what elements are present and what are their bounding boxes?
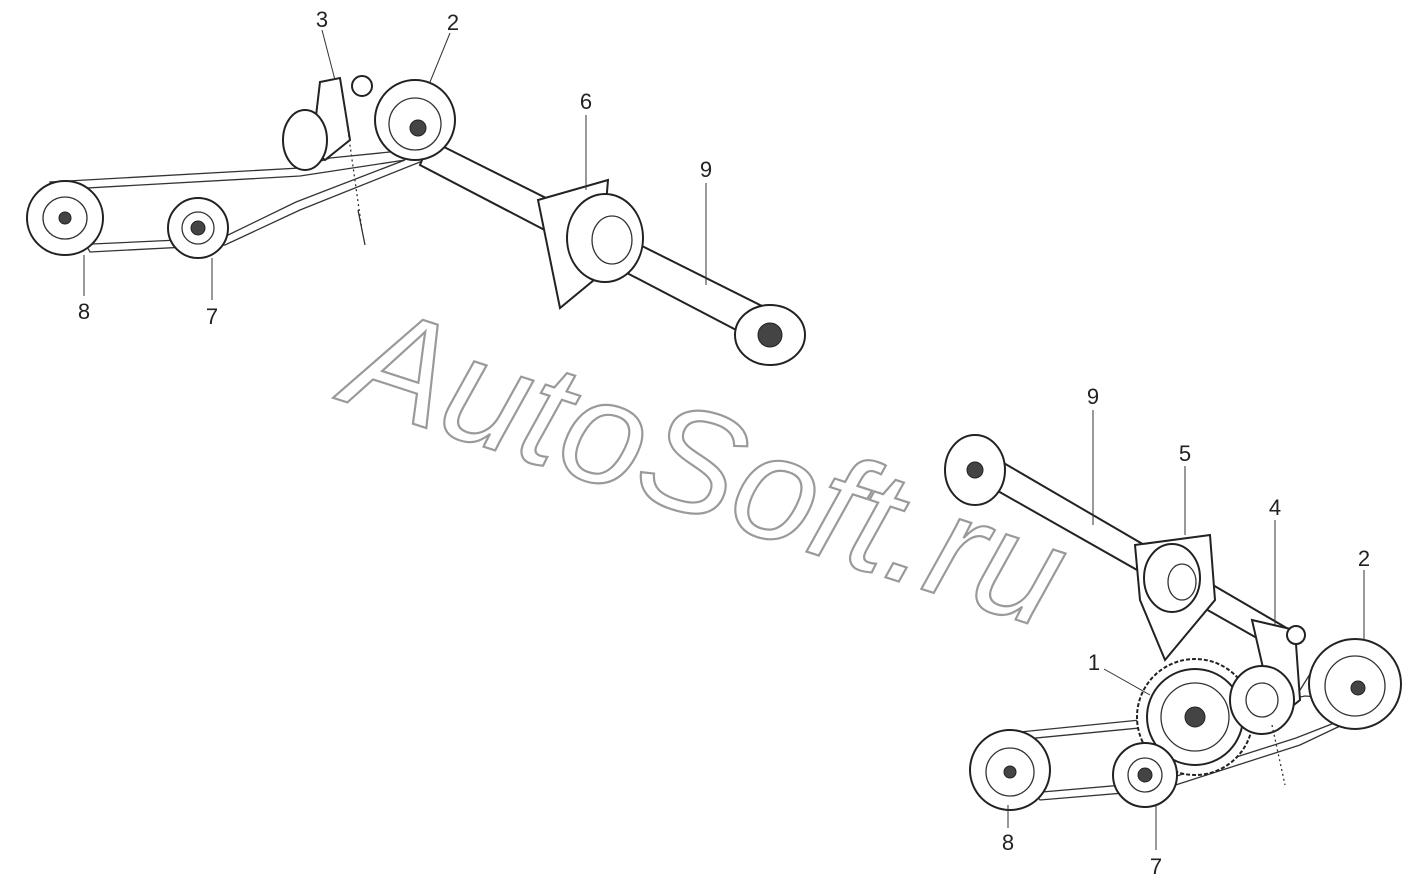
lower-callout-2: 2 xyxy=(1358,546,1370,571)
upper-callout-3: 3 xyxy=(316,7,328,32)
lower-pulley-7 xyxy=(1112,742,1178,808)
lower-callout-4: 4 xyxy=(1269,495,1281,520)
lower-callout-1: 1 xyxy=(1088,650,1100,675)
upper-callout-9: 9 xyxy=(700,157,712,182)
upper-assembly: 3 2 6 9 8 7 xyxy=(26,7,806,366)
lower-callout-5: 5 xyxy=(1179,441,1191,466)
lower-callout-7: 7 xyxy=(1150,854,1162,879)
lower-assembly: 9 5 4 2 1 8 7 xyxy=(944,384,1402,879)
lower-sprocket-1 xyxy=(1136,658,1254,776)
watermark-text: AutoSoft.ru xyxy=(323,271,1086,659)
upper-pulley-7 xyxy=(167,197,229,259)
upper-callout-6: 6 xyxy=(580,89,592,114)
lower-callout-8: 8 xyxy=(1002,830,1014,855)
upper-callout-8: 8 xyxy=(78,299,90,324)
upper-tensioner xyxy=(282,75,373,246)
upper-callout-2: 2 xyxy=(447,10,459,35)
upper-callout-7: 7 xyxy=(206,304,218,329)
upper-bearing-housing-6 xyxy=(536,178,644,310)
lower-callout-9: 9 xyxy=(1087,384,1099,409)
lower-bearing-housing-5 xyxy=(1133,533,1217,662)
lower-pulley-2 xyxy=(1308,638,1402,730)
lower-pulley-8 xyxy=(969,729,1051,811)
upper-pulley-2 xyxy=(374,79,456,161)
lower-end-hub xyxy=(944,434,1006,506)
upper-pulley-8 xyxy=(26,180,104,256)
upper-end-hub xyxy=(734,304,806,366)
lower-tensioner-4 xyxy=(1229,618,1306,786)
